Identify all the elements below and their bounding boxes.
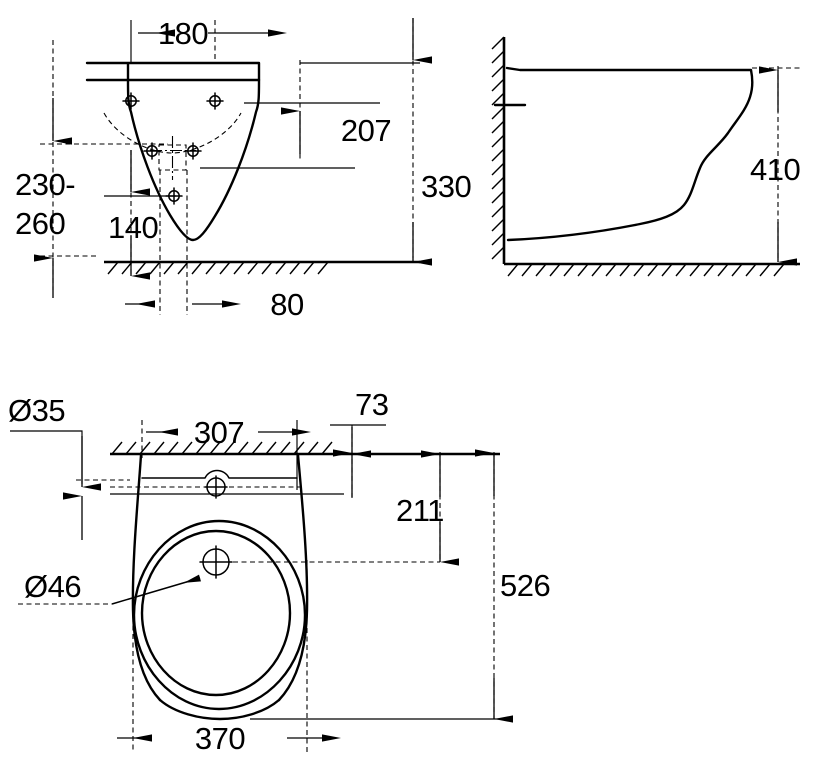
dimension-80-label: 80 [270, 287, 304, 322]
dimension-207: 207 [200, 60, 392, 169]
plan-view-rim-outline [132, 519, 307, 711]
callout-dia35-label: Ø35 [8, 393, 65, 428]
front-view-mounting-hole-left [122, 92, 140, 110]
side-view-pan-profile [505, 66, 754, 242]
plan-view: Ø35 Ø46 307 370 [8, 387, 551, 756]
dimension-230-260: 230- 260 [15, 40, 168, 298]
front-view-fixing-hole-lower-right [184, 142, 202, 160]
dimension-180-label: 180 [158, 16, 208, 51]
dimension-330-label: 330 [421, 169, 471, 204]
dimension-140: 140 [104, 150, 176, 280]
plan-view-inlet-hole [204, 475, 228, 499]
callout-dia46-label: Ø46 [24, 569, 81, 604]
side-view-wall [491, 36, 506, 264]
side-view: 410 [491, 36, 801, 277]
dimension-230-260-label-line2: 260 [15, 206, 65, 241]
dimension-230-260-label-line1: 230- [15, 167, 75, 202]
dimension-410-label: 410 [750, 152, 800, 187]
plan-view-wall-line [110, 441, 500, 456]
callout-dia46: Ø46 [18, 569, 201, 605]
dimension-370-label: 370 [195, 721, 245, 756]
front-view-fixing-hole-lower-left [143, 142, 161, 160]
front-view-pan-outline [85, 61, 261, 242]
dimension-73: 73 [330, 387, 389, 500]
plan-view-pan-bottom [158, 698, 281, 721]
plan-view-inlet-plate [141, 469, 298, 479]
front-view-outlet-box [158, 144, 187, 171]
dimension-307: 307 [141, 415, 311, 490]
dimension-180: 180 [130, 16, 287, 63]
dimension-526: 526 [250, 449, 551, 723]
dimension-80: 80 [125, 170, 304, 322]
plan-view-bowl-inner-outline [140, 529, 292, 697]
dimension-526-label: 526 [500, 568, 550, 603]
dimension-307-label: 307 [194, 415, 244, 450]
dimension-330: 330 [300, 18, 472, 266]
callout-dia35: Ø35 [8, 393, 130, 540]
front-view-mounting-hole-right [206, 92, 224, 110]
dimension-370: 370 [117, 560, 341, 756]
front-view-bowl-inner-contour [103, 112, 242, 154]
dimension-211: 211 [300, 450, 500, 566]
dimension-207-label: 207 [341, 113, 391, 148]
front-view-floor-line [104, 260, 420, 275]
front-view: 180 80 207 330 [15, 16, 472, 322]
dimension-410: 410 [750, 66, 801, 266]
dimension-73-label: 73 [355, 387, 388, 422]
dimension-211-label: 211 [396, 493, 444, 528]
dimension-140-label: 140 [108, 210, 158, 245]
side-view-floor-line [504, 262, 800, 277]
